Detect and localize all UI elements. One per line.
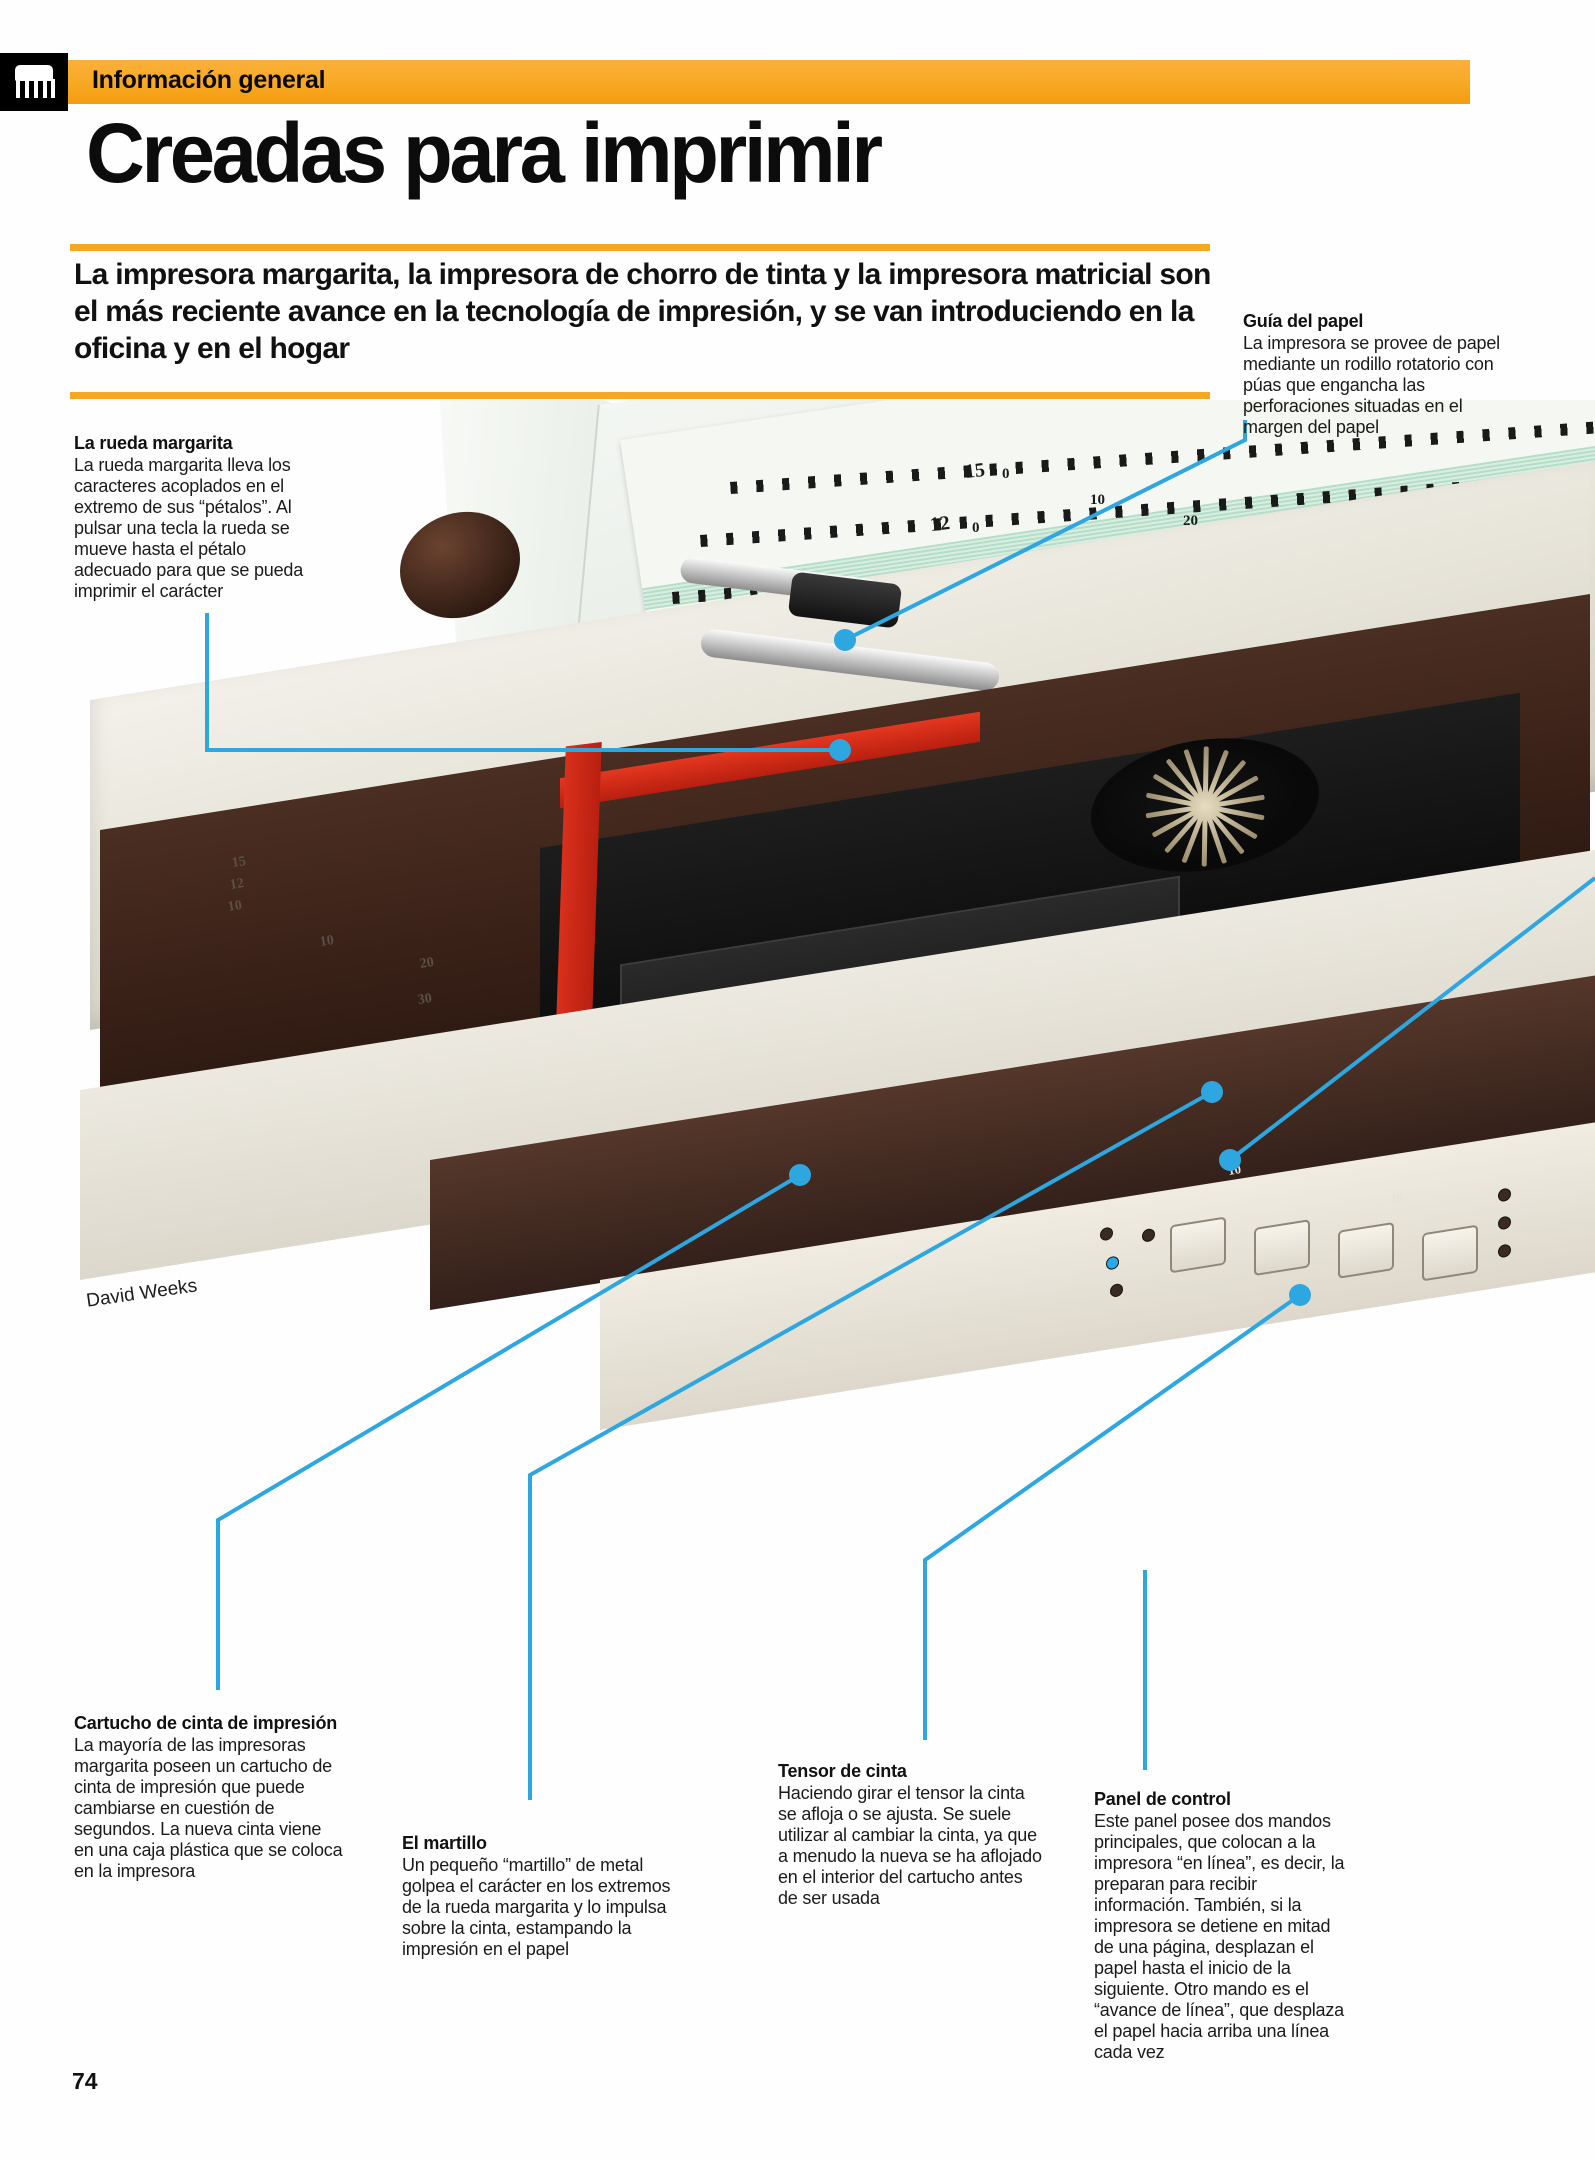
base-scale-label-20: 20: [418, 955, 436, 973]
control-button-4[interactable]: [1422, 1224, 1478, 1282]
callout-guia-del-papel: Guía del papel La impresora se provee de…: [1243, 310, 1503, 438]
callout-body: La mayoría de las impresoras margarita p…: [74, 1735, 343, 1881]
base-scale-label-12: 12: [228, 876, 246, 894]
callout-title: Tensor de cinta: [778, 1761, 907, 1781]
panel-led-b: [1498, 1215, 1511, 1231]
callout-title: Panel de control: [1094, 1789, 1231, 1809]
panel-scale-label-10: 10: [1226, 1161, 1243, 1178]
status-led-3: [1110, 1282, 1123, 1298]
callout-panel-de-control: Panel de control Este panel posee dos ma…: [1094, 1788, 1352, 2063]
rule-above-standfirst: [70, 244, 1210, 251]
panel-led-a: [1498, 1187, 1511, 1203]
kicker-bar: [0, 60, 1470, 104]
callout-body: Un pequeño “martillo” de metal golpea el…: [402, 1855, 671, 1959]
scale-label-12: 12: [928, 511, 952, 537]
panel-scale-label-20: 20: [1388, 1189, 1405, 1206]
control-button-3[interactable]: [1338, 1221, 1394, 1279]
status-led-online: [1106, 1255, 1119, 1271]
callout-title: El martillo: [402, 1833, 487, 1853]
callout-body: La impresora se provee de papel mediante…: [1243, 333, 1500, 437]
callout-rueda-margarita: La rueda margarita La rueda margarita ll…: [74, 432, 322, 602]
page-number: 74: [72, 2068, 98, 2094]
base-scale-label-10b: 10: [318, 933, 336, 951]
callout-tensor-de-cinta: Tensor de cinta Haciendo girar el tensor…: [778, 1760, 1046, 1909]
callout-title: La rueda margarita: [74, 433, 233, 453]
page-title: Creadas para imprimir: [86, 106, 883, 200]
base-scale-label-10: 10: [226, 898, 244, 916]
control-button-1[interactable]: [1170, 1216, 1226, 1274]
scale-label-15: 15: [963, 458, 987, 484]
callout-title: Cartucho de cinta de impresión: [74, 1713, 338, 1733]
callout-body: Este panel posee dos mandos principales,…: [1094, 1811, 1345, 2062]
base-scale-label-15: 15: [230, 854, 248, 872]
callout-title: Guía del papel: [1243, 311, 1364, 331]
callout-body: Haciendo girar el tensor la cinta se afl…: [778, 1783, 1042, 1908]
scale-tick-r1-0: 0: [1002, 466, 1010, 482]
panel-led-c: [1498, 1243, 1511, 1259]
scale-tick-r1-10: 10: [1090, 492, 1105, 508]
scale-tick-r2-0: 0: [972, 520, 980, 536]
standfirst: La impresora margarita, la impresora de …: [74, 258, 1211, 365]
callout-el-martillo: El martillo Un pequeño “martillo” de met…: [402, 1832, 674, 1960]
base-scale-label-30: 30: [416, 991, 434, 1009]
comb-icon: [0, 53, 68, 111]
callout-cartucho-cinta: Cartucho de cinta de impresión La mayorí…: [74, 1712, 344, 1882]
control-button-2[interactable]: [1254, 1219, 1310, 1277]
status-led-1: [1100, 1226, 1113, 1242]
kicker-label: Información general: [92, 66, 326, 94]
callout-body: La rueda margarita lleva los caracteres …: [74, 455, 304, 601]
status-led-2: [1142, 1227, 1155, 1243]
rule-below-standfirst: [70, 392, 1210, 399]
